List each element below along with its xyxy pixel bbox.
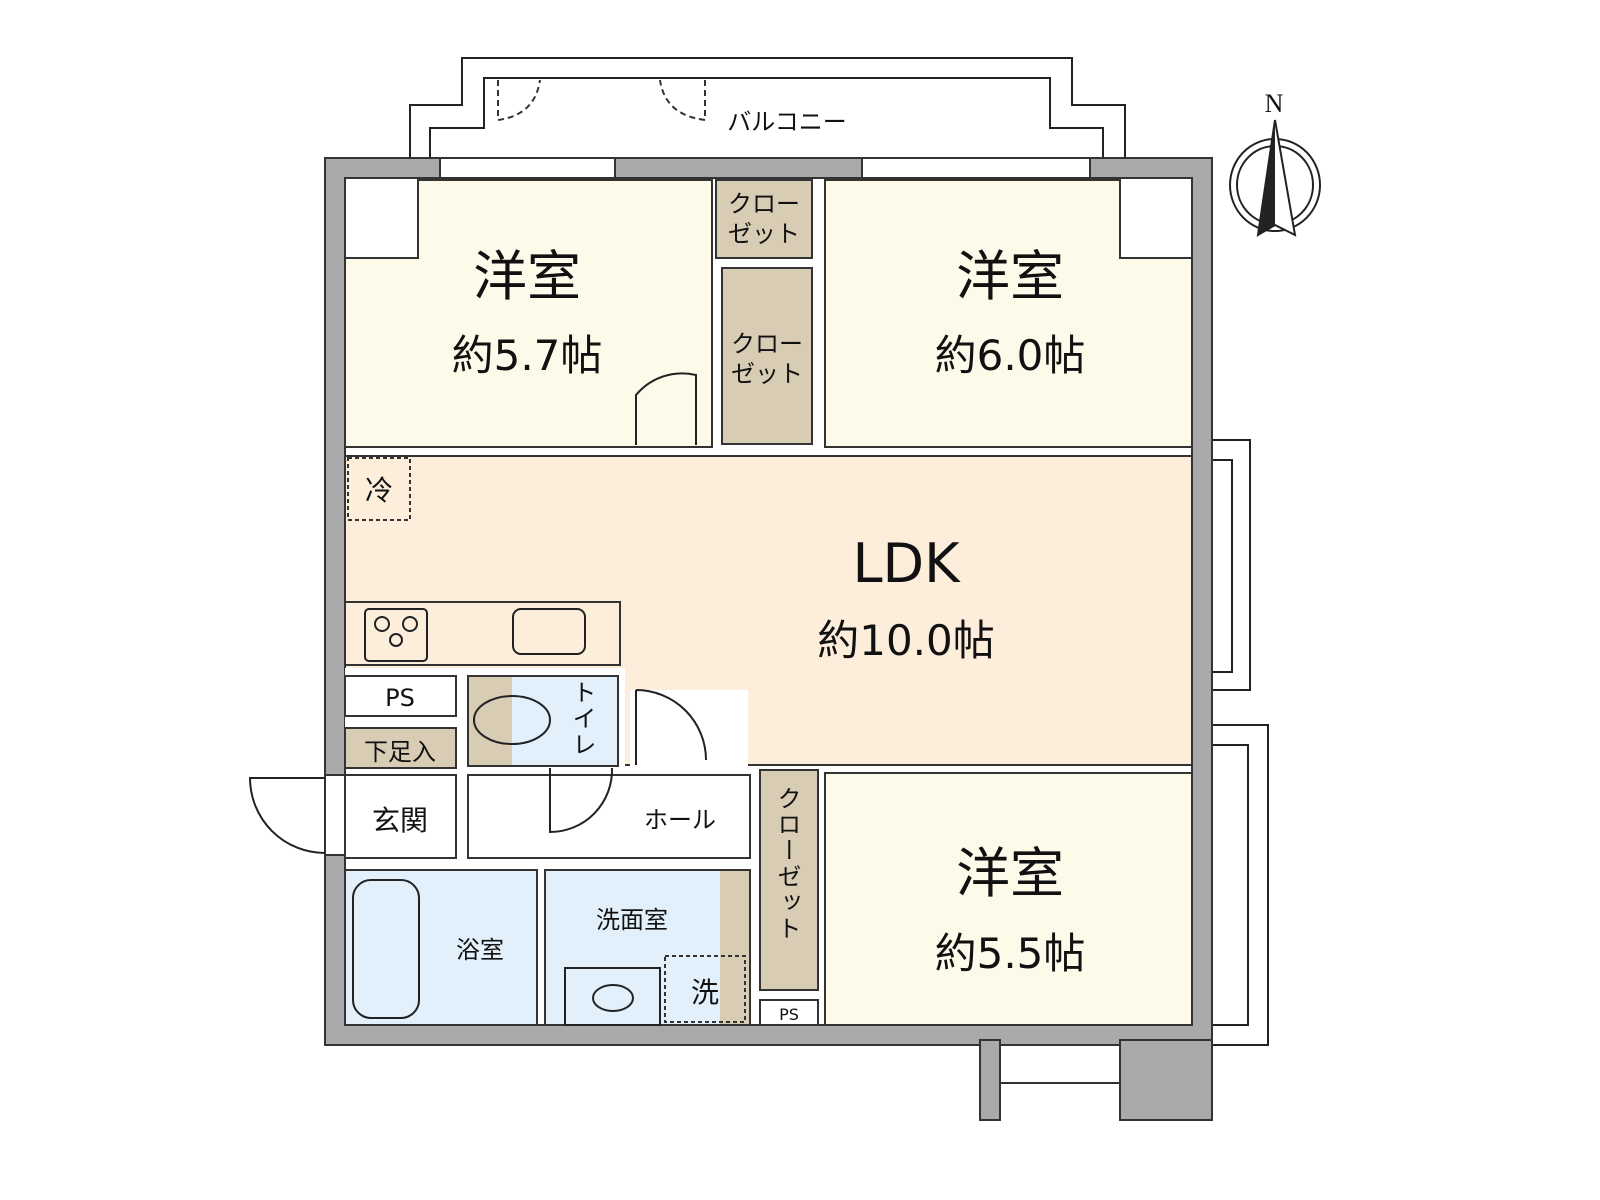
shoe-cabinet-label: 下足入 (364, 738, 436, 766)
closet-2-line1: クロー (731, 330, 803, 358)
washroom (544, 869, 751, 1026)
washer-label: 洗 (691, 976, 719, 1009)
ps-1 (344, 675, 457, 717)
western-2-area: 約6.0帖 (935, 331, 1086, 380)
closet-1 (715, 179, 813, 259)
western-3-name: 洋室 (956, 842, 1064, 905)
closet-2-line2: ゼット (731, 360, 803, 388)
western-room-2 (824, 179, 1193, 448)
western-2-name: 洋室 (956, 245, 1064, 308)
kitchen-counter (344, 601, 621, 666)
closet-3 (759, 769, 819, 991)
entrance (344, 774, 457, 859)
washroom-label: 洗面室 (596, 906, 668, 934)
shoe-cabinet (344, 727, 457, 769)
ps-2 (759, 999, 819, 1026)
entrance-label: 玄関 (372, 804, 428, 837)
side-balcony (1212, 439, 1269, 1046)
western-3-area: 約5.5帖 (935, 929, 1086, 978)
bathroom (344, 869, 538, 1026)
western-room-3 (824, 772, 1193, 1026)
closet-2 (721, 267, 813, 445)
washbasin (564, 967, 661, 1026)
western-room-1 (344, 179, 713, 448)
ldk-name: LDK (852, 532, 961, 595)
balcony-label: バルコニー (727, 108, 847, 136)
hall-label: ホール (644, 806, 716, 834)
closet-1-line2: ゼット (728, 220, 800, 248)
closet-3-label: クローゼット (773, 786, 801, 942)
balcony: バルコニー (409, 57, 1126, 158)
fridge-space (347, 457, 411, 521)
toilet-label: トイレ (568, 680, 596, 758)
entrance-door (248, 777, 326, 854)
western-1-name: 洋室 (473, 245, 581, 308)
closet-1-line1: クロー (728, 190, 800, 218)
bathtub-icon (352, 879, 420, 1019)
north-compass: N (1229, 89, 1321, 237)
washer-space (664, 955, 746, 1023)
sink-icon (512, 608, 586, 655)
compass-north-label: N (1265, 89, 1284, 118)
toilet-icon (473, 695, 551, 745)
ps-2-label: PS (779, 1005, 799, 1024)
stove-icon (364, 608, 428, 662)
fridge-label: 冷 (365, 474, 393, 507)
bathroom-label: 浴室 (456, 936, 504, 964)
ps-1-label: PS (385, 684, 415, 712)
western-1-area: 約5.7帖 (452, 331, 603, 380)
ldk-area: 約10.0帖 (817, 616, 995, 665)
